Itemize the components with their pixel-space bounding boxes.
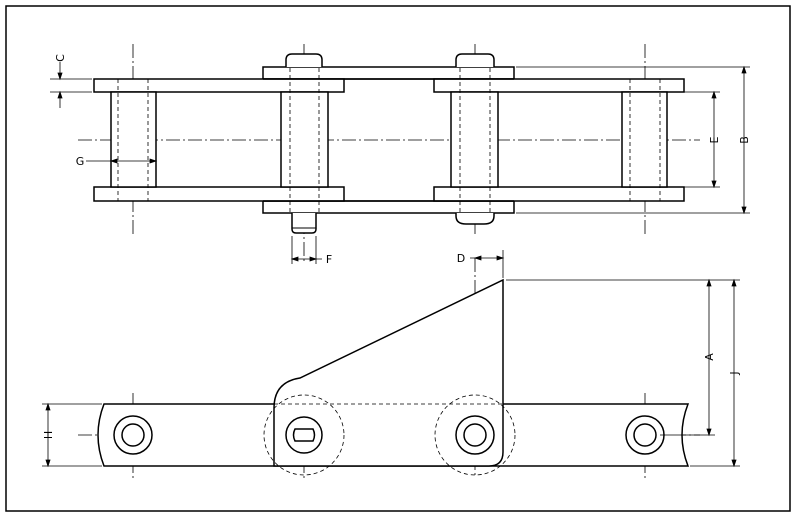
roller-1 [110,91,157,188]
top-view-rollers [110,91,668,188]
dimension-c [50,62,92,108]
inner-plate-left-top [93,78,345,93]
inner-plate-right-bottom [433,186,685,202]
outer-plate-bottom [262,200,515,214]
pin-4-inner [633,423,657,447]
dimension-h [42,402,102,468]
drawing-frame [5,5,791,512]
pin-1-inner [121,423,145,447]
dimension-label-d: D [457,252,465,265]
dimension-label-f: F [326,253,332,266]
dimension-g [86,158,158,164]
dimension-f [290,236,322,264]
dimension-label-j: J [728,371,741,375]
dimension-j [690,278,740,468]
pin-stub-2-bottom [291,213,317,234]
dimension-d [470,250,505,278]
pin-3-inner [463,423,487,447]
dimension-b [516,65,750,215]
dimension-label-c: C [54,54,67,62]
top-view-hidden-pins [117,54,661,222]
roller-3 [450,91,499,188]
roller-4 [621,91,668,188]
dimension-label-h: H [42,431,55,439]
dimension-label-b: B [738,136,751,144]
hidden-roller-3 [434,394,516,476]
dimension-label-a: A [703,353,716,361]
attachment-wing-plate [273,278,504,467]
side-view: D H A J [42,250,741,478]
pin-head-3-bottom [455,213,495,225]
inner-plate-left-bottom [93,186,345,202]
dimension-a [506,278,740,437]
pin-head-2-top [285,53,323,67]
dimension-label-g: G [76,155,85,168]
pin-head-3-top [455,53,495,67]
pin-2-flat-head [292,428,316,442]
hidden-roller-2 [263,394,345,476]
dimension-e [670,90,720,189]
dimension-label-e: E [708,136,721,143]
outer-plate-top [262,66,515,80]
side-view-pins [113,415,665,455]
roller-2 [280,91,329,188]
top-view: C G F E [50,44,751,266]
inner-plate-right-top [433,78,685,93]
